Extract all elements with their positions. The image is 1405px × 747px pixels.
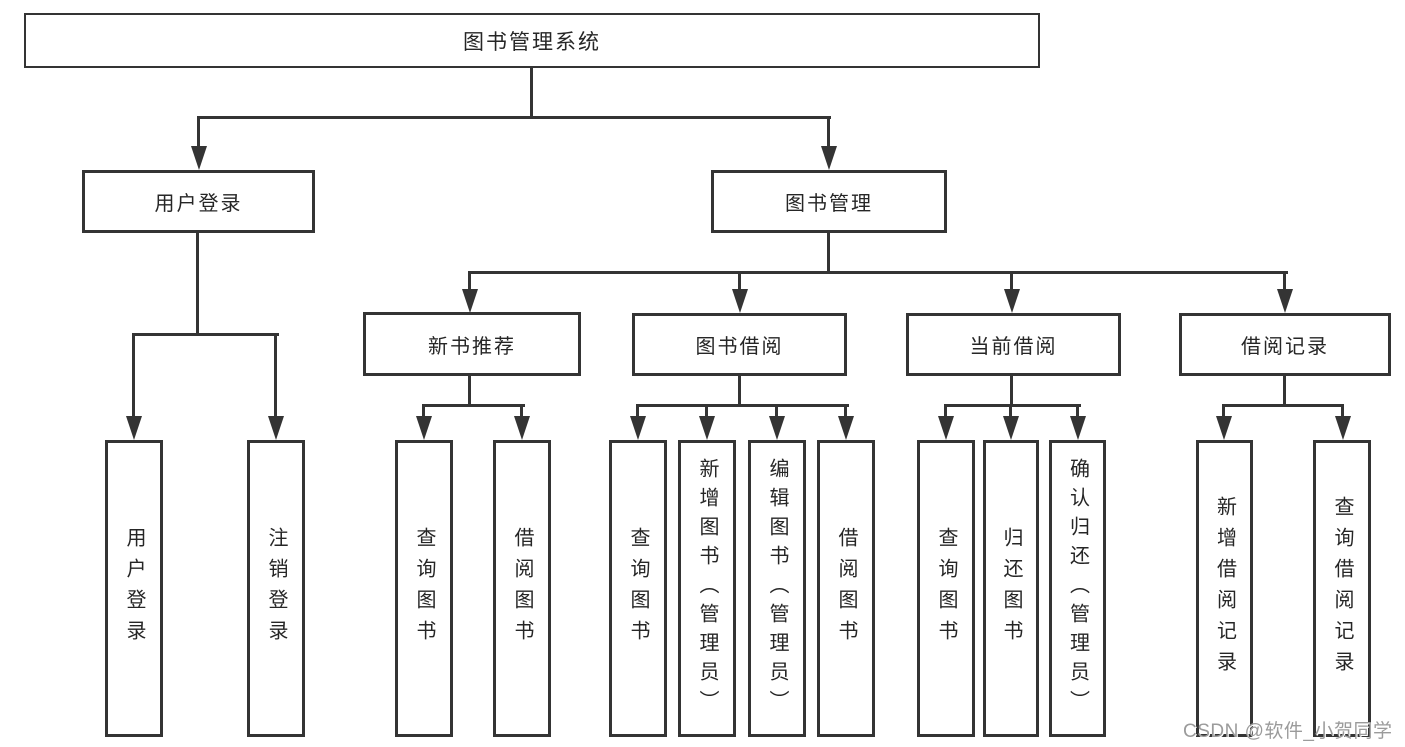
node-label: 归还图书 [1000, 526, 1022, 651]
node-leaf-query-book-current: 查询图书 [917, 440, 975, 737]
node-new-book-recommend: 新书推荐 [363, 312, 581, 376]
node-label: 借阅图书 [835, 526, 857, 651]
node-label: 新增借阅记录 [1213, 495, 1236, 682]
connector-new-book-stub-1 [422, 406, 425, 420]
node-library-management-system: 图书管理系统 [24, 13, 1040, 68]
node-leaf-logout: 注销登录 [247, 440, 305, 737]
arrow-down-icon [268, 416, 284, 440]
node-leaf-add-borrow-record: 新增借阅记录 [1196, 440, 1253, 737]
connector-records-stub-1 [1222, 406, 1225, 420]
csdn-watermark: CSDN @软件_小贺同学 [1183, 721, 1393, 742]
connector-current-vertical [1010, 376, 1013, 407]
arrow-down-icon [699, 416, 715, 440]
node-label: 当前借阅 [969, 336, 1058, 358]
connector-book-mgmt-stub-1 [468, 273, 471, 293]
node-leaf-borrow-book: 借阅图书 [817, 440, 875, 737]
connector-records-stub-2 [1341, 406, 1344, 420]
connector-records-vertical [1283, 376, 1286, 407]
node-label: 图书借阅 [695, 336, 784, 358]
node-leaf-edit-book-admin: 编辑图书（管理员） [748, 440, 806, 737]
node-leaf-query-borrow-record: 查询借阅记录 [1313, 440, 1371, 737]
arrow-down-icon [1070, 416, 1086, 440]
node-label: 图书管理系统 [463, 30, 601, 54]
arrow-down-icon [462, 289, 478, 313]
connector-user-login-stub-2 [274, 335, 277, 420]
arrow-down-icon [1335, 416, 1351, 440]
connector-user-login-bus [132, 333, 279, 336]
connector-book-mgmt-stub-2 [738, 273, 741, 293]
node-label: 新书推荐 [428, 335, 516, 358]
node-current-borrowing: 当前借阅 [906, 313, 1121, 376]
connector-user-login-vertical [196, 233, 199, 335]
node-leaf-confirm-return-admin: 确认归还（管理员） [1049, 440, 1106, 737]
arrow-down-icon [514, 416, 530, 440]
connector-book-mgmt-stub-3 [1010, 273, 1013, 293]
node-label: 查询图书 [413, 526, 435, 651]
arrow-down-icon [1003, 416, 1019, 440]
node-label: 图书管理 [785, 193, 873, 215]
node-leaf-query-book-borrowing: 查询图书 [609, 440, 667, 737]
arrow-down-icon [769, 416, 785, 440]
connector-book-mgmt-vertical [827, 233, 830, 274]
arrow-down-icon [938, 416, 954, 440]
connector-root-bus [197, 116, 831, 119]
arrow-down-icon [191, 146, 207, 170]
node-label: 新增图书（管理员） [696, 458, 718, 719]
connector-book-mgmt-bus [468, 271, 1288, 274]
node-label: 确认归还（管理员） [1066, 458, 1089, 719]
node-book-borrowing: 图书借阅 [632, 313, 847, 376]
arrow-down-icon [1004, 289, 1020, 313]
node-label: 编辑图书（管理员） [766, 458, 788, 719]
connector-current-stub-3 [1076, 406, 1079, 420]
node-leaf-user-login: 用户登录 [105, 440, 163, 737]
connector-book-mgmt-stub-4 [1283, 273, 1286, 293]
connector-new-book-bus [422, 404, 525, 407]
connector-root-stub-left [197, 118, 200, 152]
node-label: 查询借阅记录 [1331, 495, 1353, 682]
arrow-down-icon [732, 289, 748, 313]
node-user-login: 用户登录 [82, 170, 315, 233]
node-label: 注销登录 [265, 526, 287, 651]
node-borrow-records: 借阅记录 [1179, 313, 1391, 376]
node-label: 查询图书 [627, 526, 649, 651]
arrow-down-icon [630, 416, 646, 440]
arrow-down-icon [821, 146, 837, 170]
node-book-management: 图书管理 [711, 170, 947, 233]
connector-new-book-vertical [468, 376, 471, 407]
node-label: 借阅记录 [1241, 336, 1329, 358]
node-leaf-add-book-admin: 新增图书（管理员） [678, 440, 736, 737]
arrow-down-icon [1277, 289, 1293, 313]
connector-current-stub-2 [1009, 406, 1012, 420]
node-leaf-return-book: 归还图书 [983, 440, 1039, 737]
connector-user-login-stub-1 [132, 335, 135, 420]
node-label: 用户登录 [154, 193, 243, 215]
connector-borrowing-bus [636, 404, 849, 407]
connector-borrowing-stub-3 [775, 406, 778, 420]
connector-current-bus [944, 404, 1081, 407]
connector-borrowing-vertical [738, 376, 741, 407]
node-leaf-borrow-book-recommend: 借阅图书 [493, 440, 551, 737]
node-leaf-query-book-recommend: 查询图书 [395, 440, 453, 737]
arrow-down-icon [416, 416, 432, 440]
connector-root-stub-right [827, 118, 830, 152]
connector-new-book-stub-2 [520, 406, 523, 420]
connector-borrowing-stub-2 [705, 406, 708, 420]
arrow-down-icon [838, 416, 854, 440]
connector-borrowing-stub-1 [636, 406, 639, 420]
node-label: 查询图书 [935, 526, 957, 651]
connector-root-vertical [530, 68, 533, 118]
arrow-down-icon [126, 416, 142, 440]
arrow-down-icon [1216, 416, 1232, 440]
connector-current-stub-1 [944, 406, 947, 420]
node-label: 借阅图书 [511, 526, 533, 651]
connector-records-bus [1222, 404, 1344, 407]
connector-borrowing-stub-4 [844, 406, 847, 420]
node-label: 用户登录 [123, 526, 145, 651]
